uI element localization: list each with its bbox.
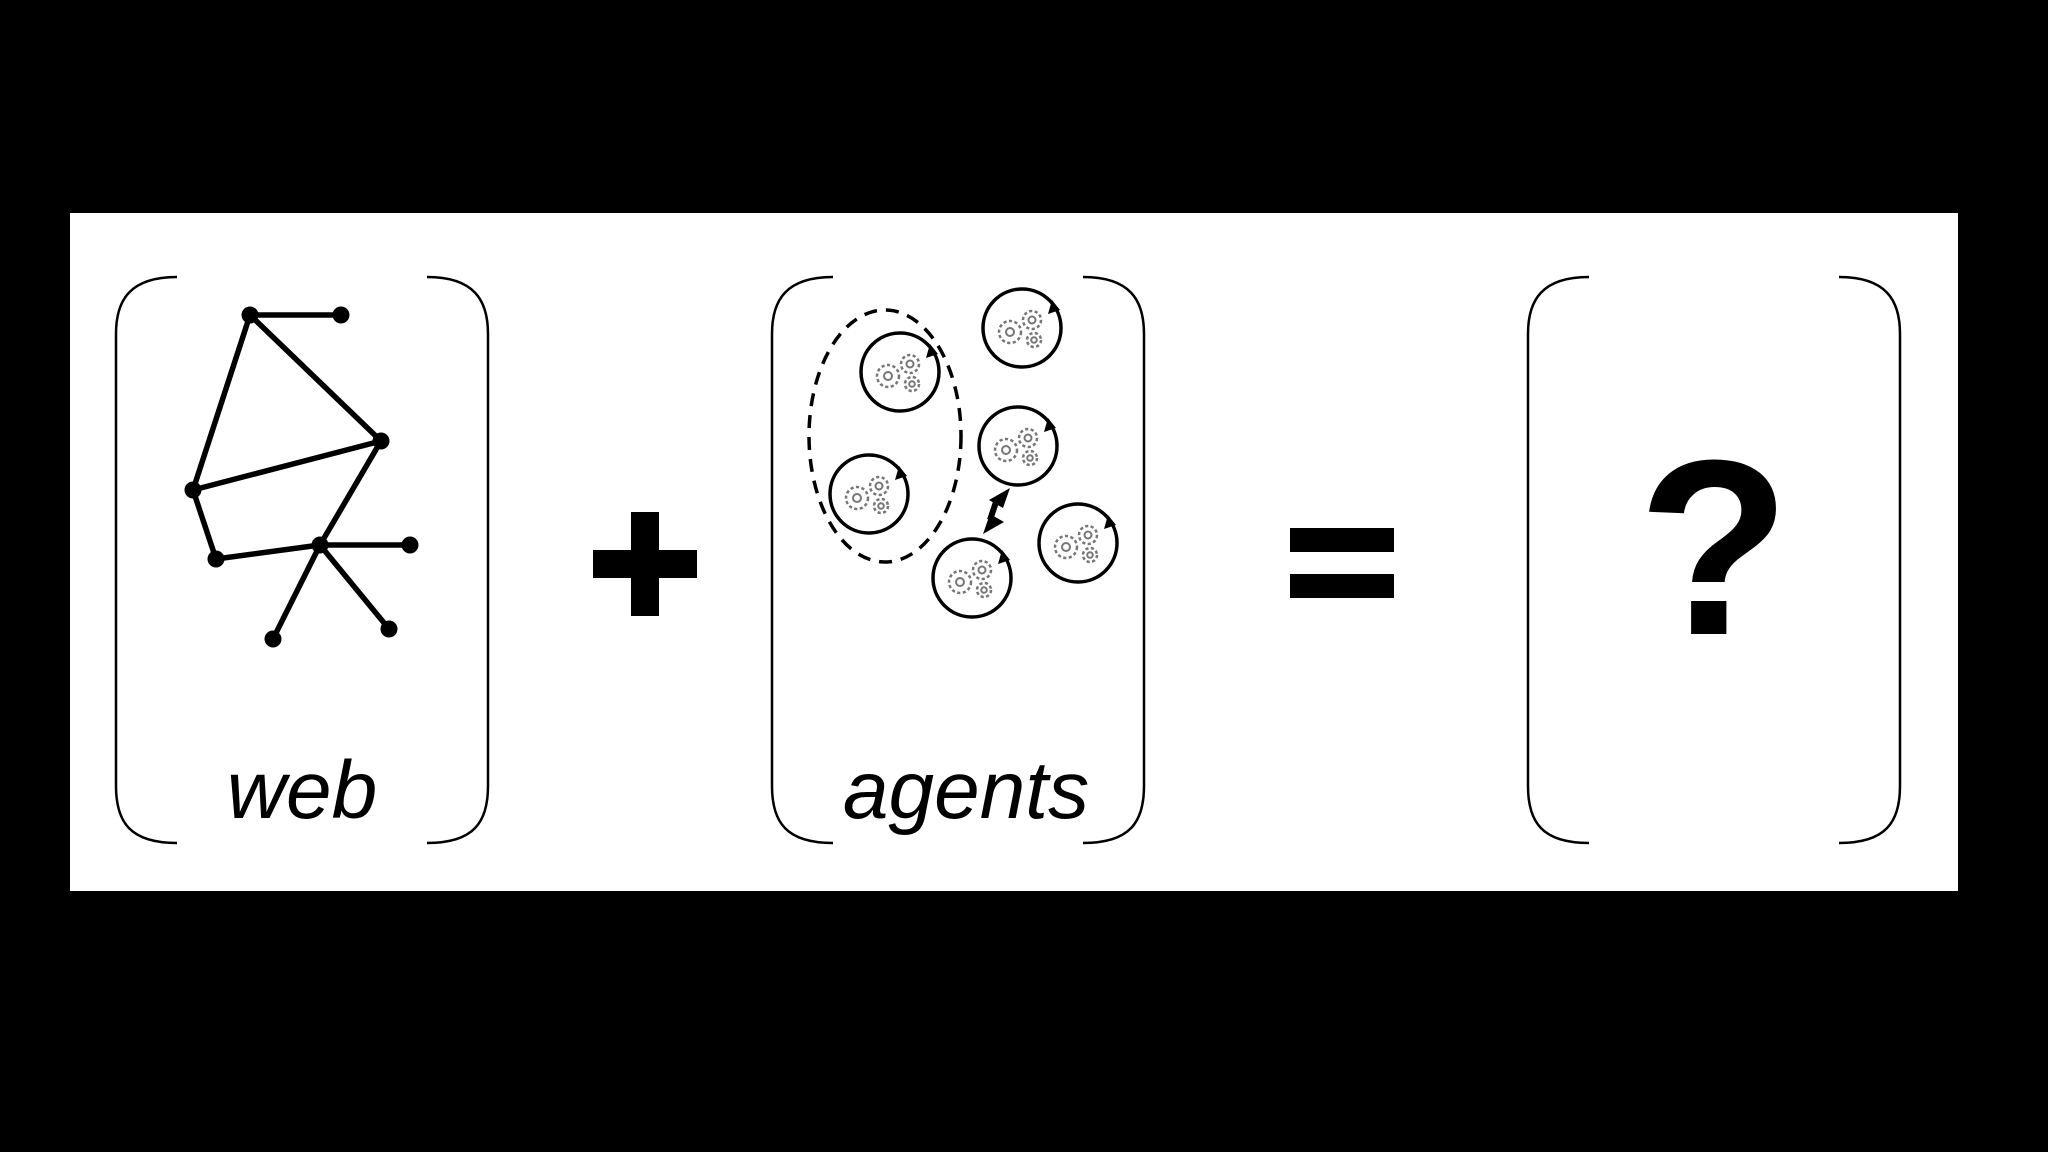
plus-operator <box>593 512 697 616</box>
result-panel: ? <box>1526 275 1902 845</box>
equals-operator <box>1290 528 1394 598</box>
web-left-bracket <box>114 275 178 845</box>
agent-gear-icon <box>859 331 941 413</box>
double-arrow-icon <box>983 488 1010 534</box>
question-mark: ? <box>1638 408 1791 687</box>
group-ellipse-icon <box>807 308 963 564</box>
result-right-bracket <box>1838 275 1902 845</box>
agent-gear-icon <box>1037 502 1119 584</box>
agents-label: agents <box>843 745 1089 836</box>
result-left-bracket <box>1526 275 1590 845</box>
agent-gear-icon <box>828 453 910 535</box>
agents-right-bracket <box>1082 275 1146 845</box>
web-label: web <box>227 745 377 836</box>
agent-gear-icon <box>931 537 1013 619</box>
web-right-bracket <box>426 275 490 845</box>
agent-gear-icon <box>977 405 1059 487</box>
network-graph-icon <box>184 306 419 648</box>
agents-panel: agents <box>770 275 1146 845</box>
agents-left-bracket <box>770 275 834 845</box>
agent-gear-icon <box>981 287 1063 369</box>
web-panel: web <box>114 275 490 845</box>
